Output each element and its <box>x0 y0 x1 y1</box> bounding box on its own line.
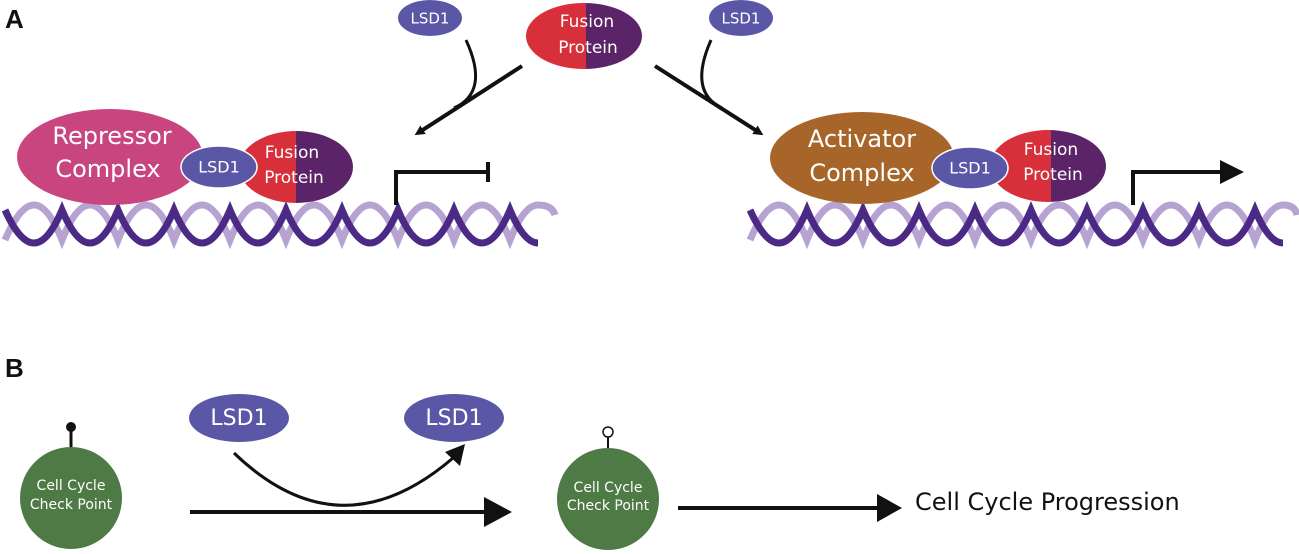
lsd1-start-label: LSD1 <box>210 406 267 431</box>
methyl-mark-filled <box>66 422 76 432</box>
fusion-protein-left-label-1: Fusion <box>265 143 319 163</box>
fusion-protein-left-label-2: Protein <box>264 168 324 188</box>
checkpoint-left-label-1: Cell Cycle <box>37 478 106 494</box>
progression-arrowhead <box>877 494 902 522</box>
lsd1-join-curve-right <box>700 39 723 110</box>
active-promoter-symbol <box>1131 170 1222 205</box>
fusion-protein-right-label-2: Protein <box>1023 165 1083 185</box>
arrow-to-activator <box>653 64 764 136</box>
cell-cycle-progression-label: Cell Cycle Progression <box>915 488 1180 516</box>
repressor-complex-label-2: Complex <box>55 155 160 183</box>
lsd1-transfer-curve <box>232 451 454 507</box>
lsd1-start <box>189 394 289 442</box>
lsd1-bound-right-label: LSD1 <box>949 159 991 178</box>
lsd1-end-label: LSD1 <box>425 406 482 431</box>
repressed-promoter-symbol <box>394 170 488 205</box>
dna-helix-left <box>1 201 559 250</box>
lsd1-bound-right <box>931 146 1009 190</box>
fusion-protein-center-label-1: Fusion <box>560 12 614 32</box>
methyl-mark-empty <box>602 426 614 438</box>
repressor-complex-label-1: Repressor <box>52 122 171 150</box>
arrow-to-repressor <box>414 64 524 136</box>
panel-label-b: B <box>5 353 24 383</box>
activator-complex <box>770 112 954 204</box>
fusion-protein-center-label-2: Protein <box>558 38 618 58</box>
lsd1-free-left-label: LSD1 <box>411 10 450 28</box>
checkpoint-left <box>20 447 122 549</box>
lsd1-bound-left-label: LSD1 <box>198 158 240 177</box>
lsd1-bound-left <box>180 145 258 189</box>
repressor-complex <box>17 109 203 205</box>
panel-label-a: A <box>5 4 24 34</box>
lsd1-end <box>404 394 504 442</box>
lsd1-join-curve-left <box>453 39 478 110</box>
demethylation-arrowhead <box>484 497 512 527</box>
checkpoint-right <box>557 448 659 550</box>
fusion-protein-right-label-1: Fusion <box>1024 140 1078 160</box>
activator-complex-label-1: Activator <box>808 125 916 153</box>
checkpoint-right-label-1: Cell Cycle <box>574 480 643 496</box>
lsd1-free-right <box>709 0 773 36</box>
transcription-arrowhead <box>1220 160 1244 184</box>
checkpoint-right-label-2: Check Point <box>567 498 650 514</box>
lsd1-free-left <box>398 0 462 36</box>
lsd1-transfer-arrowhead <box>445 444 465 466</box>
lsd1-free-right-label: LSD1 <box>722 10 761 28</box>
activator-complex-label-2: Complex <box>809 159 914 187</box>
dna-helix-right <box>746 201 1299 250</box>
checkpoint-left-label-2: Check Point <box>30 497 113 513</box>
